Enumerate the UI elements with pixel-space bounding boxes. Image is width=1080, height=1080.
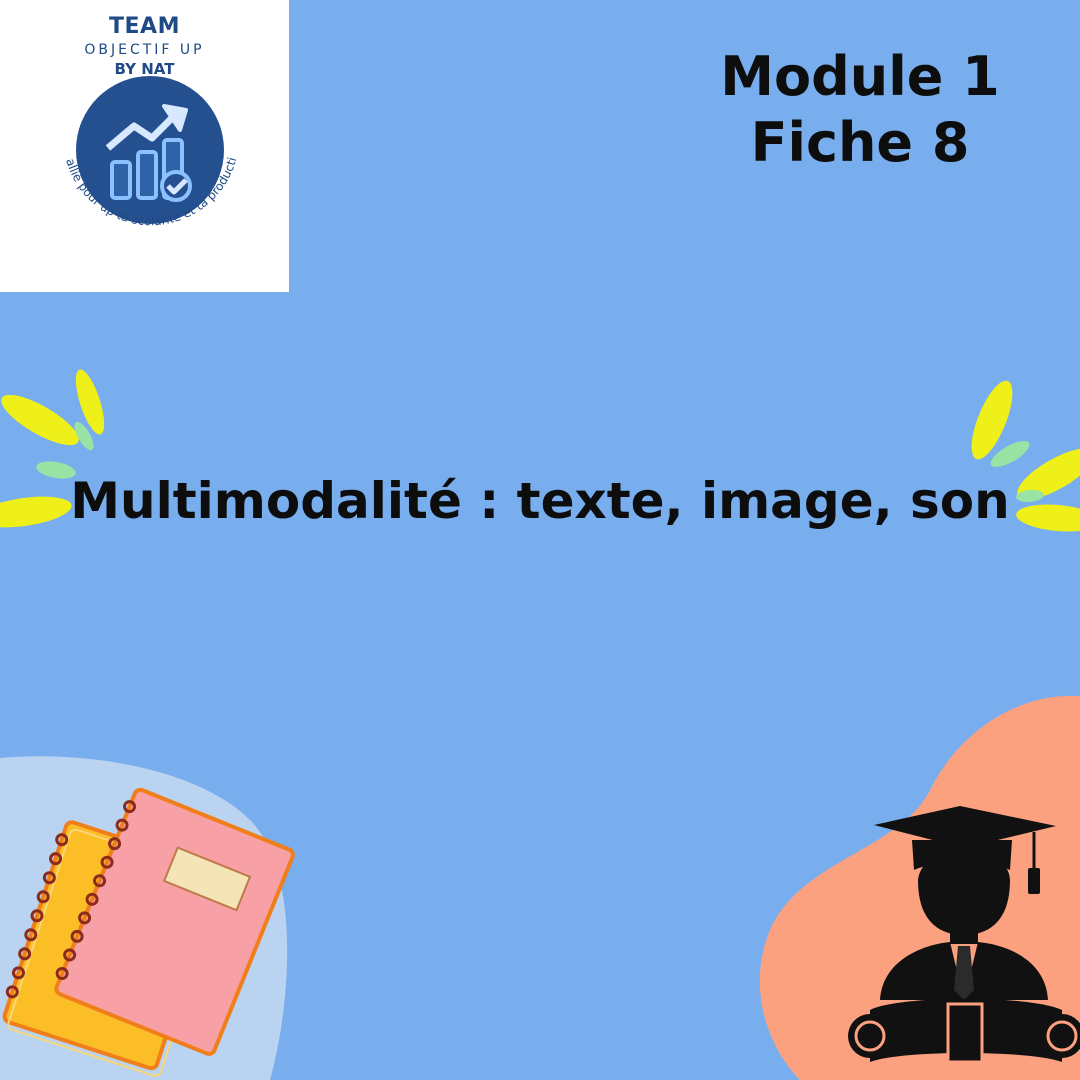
logo-team-text: TEAM bbox=[109, 14, 180, 39]
graduate-icon bbox=[848, 806, 1080, 1064]
logo-box: Ton allié pour up ta scolarité et ta pro… bbox=[0, 0, 289, 292]
blob-right-shape bbox=[759, 695, 1080, 1080]
logo-emblem: Ton allié pour up ta scolarité et ta pro… bbox=[0, 0, 239, 228]
blob-left-shape bbox=[0, 756, 288, 1080]
notebooks-icon bbox=[2, 787, 295, 1077]
main-title: Multimodalité : texte, image, son bbox=[70, 472, 1010, 530]
chart-arrow-check-icon bbox=[105, 104, 192, 202]
logo-bynat-text: BY NAT bbox=[114, 60, 175, 78]
module-heading: Module 1 Fiche 8 bbox=[690, 44, 1030, 176]
fiche-label: Fiche 8 bbox=[750, 111, 970, 174]
logo-objectif-text: OBJECTIF UP bbox=[84, 42, 205, 58]
module-label: Module 1 bbox=[720, 45, 1000, 108]
